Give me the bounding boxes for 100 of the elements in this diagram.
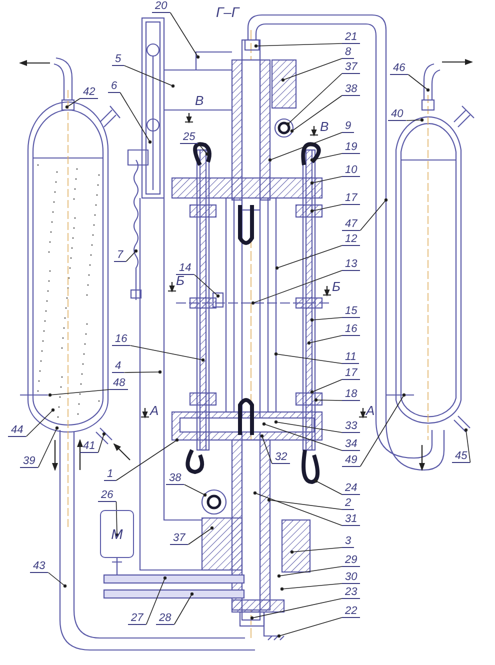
leader-line: [360, 198, 388, 231]
leader-line: [48, 389, 110, 397]
leader-line: [408, 74, 430, 92]
leader-line: [267, 498, 342, 510]
callout-number: 15: [342, 305, 360, 318]
callout-number: 16: [112, 333, 130, 346]
leader-line: [38, 426, 59, 468]
leader-line: [253, 491, 342, 526]
callout-number: 18: [342, 388, 360, 401]
callout-number: 32: [272, 451, 290, 464]
section-label: В: [320, 120, 329, 134]
leader-line: [314, 479, 342, 495]
leader-line: [281, 58, 342, 82]
callout-number: 43: [30, 560, 48, 573]
callout-number: 38: [342, 83, 360, 96]
leader-line: [290, 547, 342, 554]
callout-number: 39: [20, 455, 38, 468]
callout-number: 38: [166, 472, 184, 485]
leader-line: [188, 526, 214, 545]
callout-number: 34: [342, 438, 360, 451]
callout-number: 30: [342, 571, 360, 584]
leader-line: [290, 95, 342, 133]
callout-number: 16: [342, 323, 360, 336]
callout-number: 22: [342, 605, 360, 618]
section-label: В: [195, 94, 204, 108]
callout-number: 48: [110, 377, 128, 390]
leader-line: [274, 352, 342, 364]
callout-number: 17: [342, 192, 360, 205]
section-label: Б: [176, 274, 184, 288]
callout-number: 12: [342, 233, 360, 246]
section-label: Б: [332, 280, 340, 294]
leader-line: [120, 92, 152, 144]
callout-number: 25: [180, 131, 198, 144]
leader-line: [310, 204, 342, 213]
callout-number: 44: [8, 424, 26, 437]
callout-number: 7: [114, 249, 126, 262]
callout-number: 37: [342, 61, 360, 74]
leader-line: [360, 393, 406, 467]
leader-line: [184, 484, 207, 497]
callout-number: 5: [112, 53, 124, 66]
leader-line: [310, 153, 342, 162]
callout-number: 11: [342, 351, 360, 364]
leader-line: [277, 566, 342, 578]
callout-number: 9: [342, 120, 354, 133]
callout-number: 10: [342, 164, 360, 177]
callout-number: 20: [152, 0, 170, 13]
leader-line: [250, 598, 342, 620]
leader-line: [254, 43, 342, 48]
callout-number: 23: [342, 586, 360, 599]
callout-number: 6: [108, 80, 120, 93]
callout-number: 47: [342, 218, 360, 231]
callout-number: 13: [342, 258, 360, 271]
callout-number: 46: [390, 62, 408, 75]
leader-line: [274, 420, 342, 433]
leader-line: [310, 379, 342, 394]
callout-number: 4: [112, 360, 124, 373]
leader-line: [406, 118, 424, 122]
leader-line: [146, 576, 167, 625]
callout-number: 2: [342, 497, 354, 510]
callout-number: 42: [80, 86, 98, 99]
leader-line: [268, 132, 342, 162]
leader-line: [310, 317, 342, 322]
leader-line: [286, 73, 342, 126]
leader-line: [251, 270, 342, 305]
callout-number: 8: [342, 46, 354, 59]
leader-line: [98, 432, 106, 453]
callout-number: 24: [342, 482, 360, 495]
leader-line: [115, 501, 119, 537]
leader-line: [280, 583, 342, 591]
callout-number: 19: [342, 141, 360, 154]
motor-symbol: M: [100, 510, 134, 558]
leader-line: [262, 422, 342, 451]
leader-line: [130, 345, 205, 362]
leader-line: [310, 176, 342, 185]
leader-line: [65, 98, 80, 109]
callout-number: 37: [170, 532, 188, 545]
leader-line: [124, 370, 162, 374]
callout-number: 14: [176, 262, 194, 275]
callout-number: 21: [342, 31, 360, 44]
section-title: Г–Г: [216, 4, 240, 20]
section-label: А: [150, 404, 159, 418]
callout-number: 28: [156, 612, 174, 625]
callout-number: 17: [342, 367, 360, 380]
leader-line: [314, 398, 342, 402]
leader-line: [170, 12, 200, 59]
callout-number: 3: [342, 535, 354, 548]
leader-line: [26, 408, 55, 437]
callout-number: 40: [388, 108, 406, 121]
leader-line: [126, 249, 138, 262]
callout-number: 49: [342, 454, 360, 467]
callout-number: 41: [80, 440, 98, 453]
leader-line: [194, 274, 220, 298]
leader-line: [277, 617, 342, 638]
callout-number: 26: [98, 489, 116, 502]
leader-line: [307, 335, 342, 345]
callout-number: 1: [104, 468, 116, 481]
leader-line: [275, 245, 342, 270]
leader-line: [198, 143, 209, 156]
leader-line: [174, 592, 194, 625]
leader-line: [464, 428, 471, 463]
